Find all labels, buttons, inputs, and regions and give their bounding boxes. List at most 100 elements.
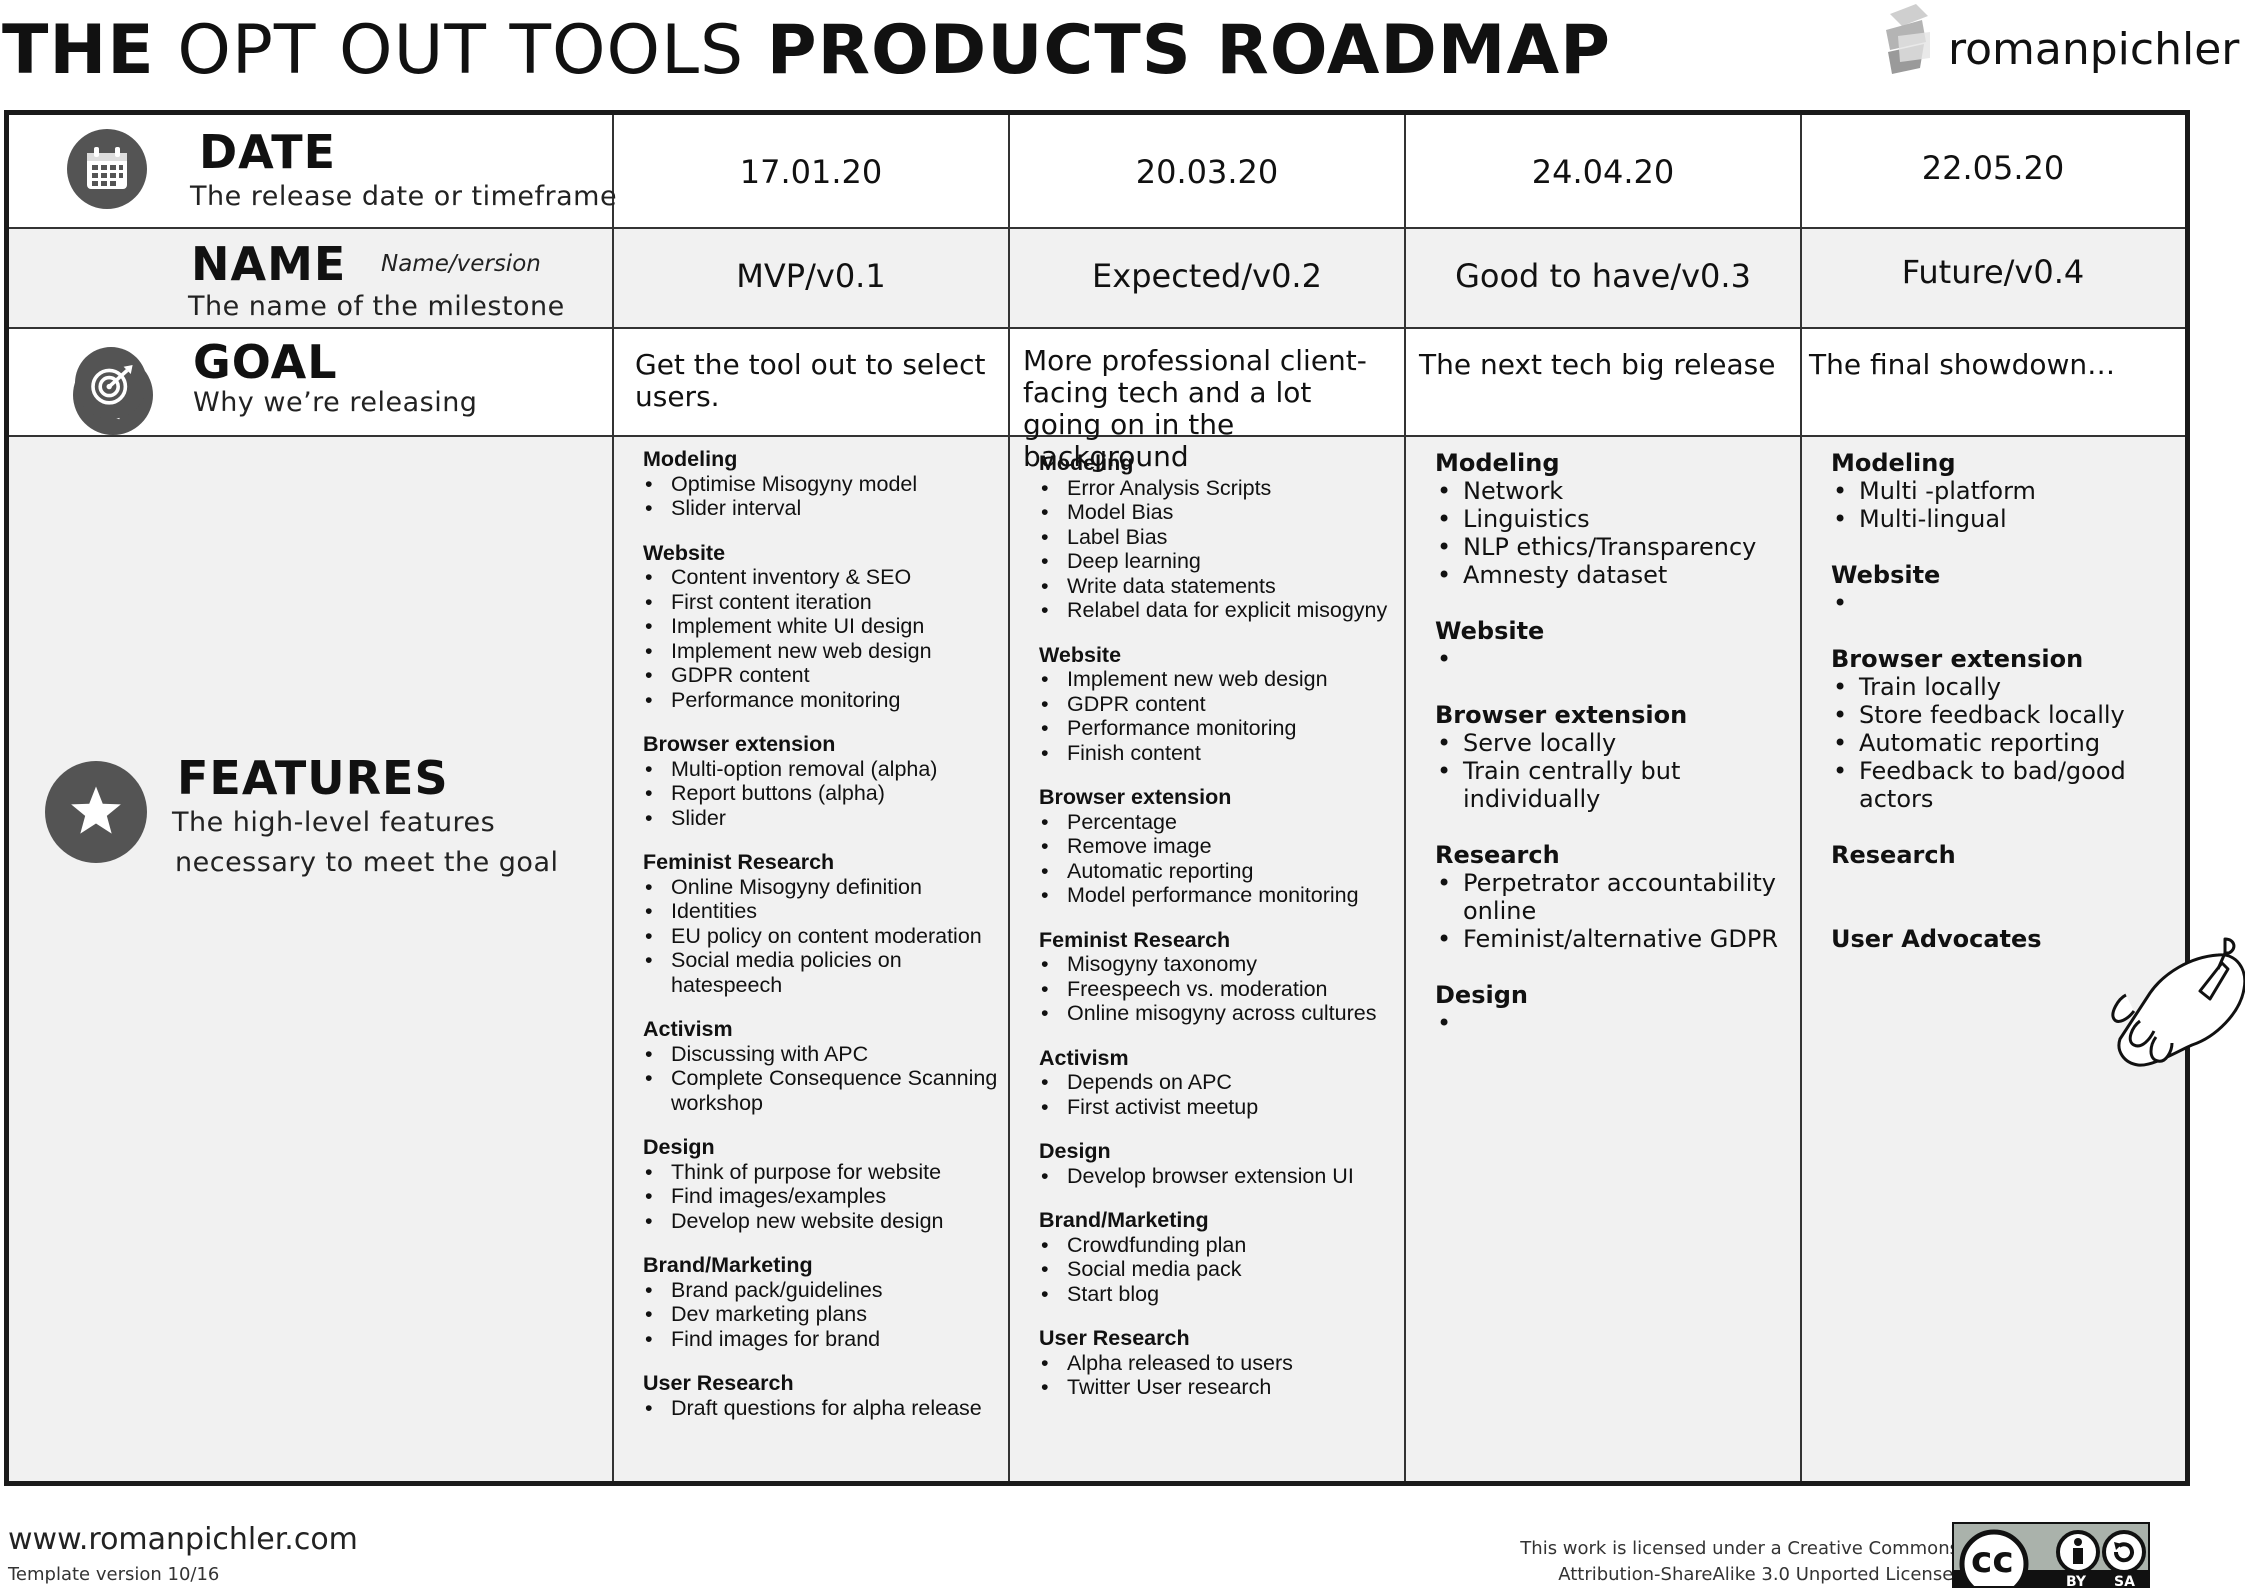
- feature-list: ModelingError Analysis ScriptsModel Bias…: [1009, 451, 1405, 1420]
- name-row-title: NAME: [191, 237, 347, 291]
- feature-item: Develop new website design: [645, 1209, 1009, 1234]
- feature-list-items: Implement new web designGDPR contentPerf…: [1039, 667, 1405, 765]
- row-divider: [9, 227, 2185, 229]
- feature-item: Write data statements: [1041, 574, 1405, 599]
- feature-heading: User Advocates: [1831, 925, 2042, 953]
- feature-list-items: Depends on APCFirst activist meetup: [1039, 1070, 1405, 1119]
- feature-section: Design: [1435, 981, 1801, 1037]
- feature-list-items: NetworkLinguisticsNLP ethics/Transparenc…: [1435, 477, 1801, 589]
- feature-item: Implement white UI design: [645, 614, 1009, 639]
- feature-list-items: Error Analysis ScriptsModel BiasLabel Bi…: [1039, 476, 1405, 623]
- release-name-text: MVP/v0.1: [736, 257, 886, 295]
- feature-list: ModelingMulti -platformMulti-lingualWebs…: [1801, 449, 2185, 1009]
- name-row-shade: [9, 227, 613, 327]
- release-date-3: 24.04.20: [1405, 115, 1801, 231]
- feature-heading: Brand/Marketing: [643, 1253, 813, 1277]
- roadmap-board: DATE The release date or timeframe 17.01…: [4, 110, 2190, 1486]
- feature-section: User ResearchDraft questions for alpha r…: [643, 1371, 1009, 1420]
- feature-section: Feminist ResearchMisogyny taxonomyFreesp…: [1039, 928, 1405, 1026]
- feature-item: Amnesty dataset: [1437, 561, 1801, 589]
- release-goal-3: The next tech big release: [1405, 327, 1801, 435]
- feature-item: Implement new web design: [645, 639, 1009, 664]
- feature-heading: Feminist Research: [1039, 927, 1231, 952]
- feature-heading: Design: [643, 1135, 715, 1159]
- page-title: THE OPT OUT TOOLS PRODUCTS ROADMAP: [2, 11, 1611, 90]
- feature-item: Label Bias: [1041, 525, 1405, 550]
- feature-heading: Modeling: [1039, 451, 1134, 475]
- logo-text: romanpichler: [1948, 24, 2240, 75]
- feature-section: Website: [1831, 561, 2185, 617]
- features-row-shade: [9, 435, 613, 1481]
- release-date-text: 20.03.20: [1135, 153, 1279, 191]
- feature-item: Report buttons (alpha): [645, 781, 1009, 806]
- feature-section: WebsiteImplement new web designGDPR cont…: [1039, 643, 1405, 766]
- logo-mark-icon: [1886, 4, 1930, 74]
- feature-item: Find images for brand: [645, 1327, 1009, 1352]
- feature-item: Online Misogyny definition: [645, 875, 1009, 900]
- feature-item: First content iteration: [645, 590, 1009, 615]
- feature-section: WebsiteContent inventory & SEOFirst cont…: [643, 541, 1009, 713]
- feature-section: Browser extensionServe locallyTrain cent…: [1435, 701, 1801, 813]
- feature-heading: Browser extension: [1831, 645, 2084, 673]
- feature-item: EU policy on content moderation: [645, 924, 1009, 949]
- feature-item: Identities: [645, 899, 1009, 924]
- feature-item: GDPR content: [645, 663, 1009, 688]
- feature-list-items: Discussing with APCComplete Consequence …: [643, 1042, 1009, 1116]
- feature-item: Relabel data for explicit misogyny: [1041, 598, 1405, 623]
- creative-commons-badge[interactable]: cc BY SA: [1952, 1522, 2150, 1588]
- feature-list: ModelingNetworkLinguisticsNLP ethics/Tra…: [1405, 449, 1801, 1065]
- feature-section: ModelingMulti -platformMulti-lingual: [1831, 449, 2185, 533]
- goal-row-subtitle: Why we’re releasing: [193, 387, 478, 418]
- pointing-hand-illustration: [2111, 937, 2245, 1067]
- feature-section: ResearchPerpetrator accountability onlin…: [1435, 841, 1801, 953]
- star-icon: [45, 761, 147, 863]
- release-name-text: Good to have/v0.3: [1455, 257, 1751, 295]
- feature-list-items: Think of purpose for websiteFind images/…: [643, 1160, 1009, 1234]
- feature-item: Dev marketing plans: [645, 1302, 1009, 1327]
- template-version: Template version 10/16: [8, 1564, 220, 1585]
- feature-item: Think of purpose for website: [645, 1160, 1009, 1185]
- feature-item: Performance monitoring: [645, 688, 1009, 713]
- feature-section: ModelingOptimise Misogyny modelSlider in…: [643, 447, 1009, 521]
- feature-item: Automatic reporting: [1041, 859, 1405, 884]
- footer-url[interactable]: www.romanpichler.com: [8, 1522, 358, 1557]
- goal-row-title: GOAL: [193, 335, 338, 389]
- feature-heading: Browser extension: [643, 732, 836, 756]
- features-release-2: ModelingError Analysis ScriptsModel Bias…: [1009, 451, 1405, 1477]
- features-release-4: ModelingMulti -platformMulti-lingualWebs…: [1801, 449, 2185, 1477]
- feature-heading: Research: [1435, 841, 1560, 869]
- column-divider: [1404, 115, 1406, 1481]
- release-name-1: MVP/v0.1: [613, 227, 1009, 327]
- feature-section: Brand/MarketingBrand pack/guidelinesDev …: [643, 1253, 1009, 1351]
- date-row: DATE The release date or timeframe 17.01…: [9, 115, 2185, 231]
- date-row-title: DATE: [199, 125, 337, 179]
- feature-list-items: Multi-option removal (alpha)Report butto…: [643, 757, 1009, 831]
- feature-item: Finish content: [1041, 741, 1405, 766]
- release-name-2: Expected/v0.2: [1009, 227, 1405, 327]
- feature-item: Brand pack/guidelines: [645, 1278, 1009, 1303]
- feature-item: Feedback to bad/good actors: [1833, 757, 2185, 813]
- features-row-subtitle-1: The high-level features: [172, 807, 496, 838]
- feature-list-items: Crowdfunding planSocial media packStart …: [1039, 1233, 1405, 1307]
- feature-item: Discussing with APC: [645, 1042, 1009, 1067]
- feature-item: First activist meetup: [1041, 1095, 1405, 1120]
- feature-list-items: [1435, 645, 1801, 673]
- feature-item: Alpha released to users: [1041, 1351, 1405, 1376]
- release-goal-text: Get the tool out to select users.: [635, 348, 986, 413]
- feature-item: Slider: [645, 806, 1009, 831]
- feature-section: DesignThink of purpose for websiteFind i…: [643, 1135, 1009, 1233]
- license-line-2[interactable]: Attribution-ShareAlike 3.0 Unported Lice…: [1558, 1564, 1959, 1585]
- release-name-text: Expected/v0.2: [1092, 257, 1322, 295]
- feature-item: Start blog: [1041, 1282, 1405, 1307]
- feature-heading: Activism: [643, 1017, 733, 1041]
- feature-section: DesignDevelop browser extension UI: [1039, 1139, 1405, 1188]
- feature-section: Feminist ResearchOnline Misogyny definit…: [643, 850, 1009, 997]
- cc-by-sa-icon: [1954, 1529, 2148, 1586]
- feature-item: Model performance monitoring: [1041, 883, 1405, 908]
- feature-item: Social media policies on hatespeech: [645, 948, 1009, 997]
- romanpichler-logo: romanpichler: [1880, 2, 2239, 82]
- feature-item: NLP ethics/Transparency: [1437, 533, 1801, 561]
- release-date-text: 24.04.20: [1531, 153, 1675, 191]
- feature-item: Implement new web design: [1041, 667, 1405, 692]
- feature-item: Train centrally but individually: [1437, 757, 1801, 813]
